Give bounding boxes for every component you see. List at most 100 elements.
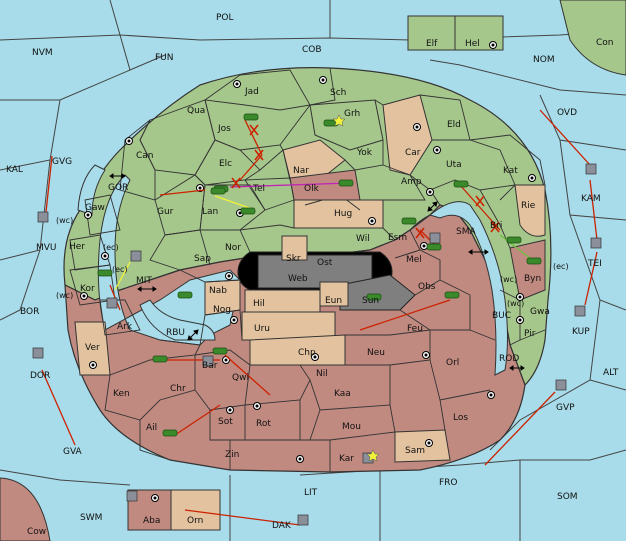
label-nil: Nil xyxy=(316,369,328,379)
label-rot: Rot xyxy=(256,419,271,429)
label-uta: Uta xyxy=(446,160,462,170)
units-armies xyxy=(97,113,542,437)
label-neu: Neu xyxy=(367,348,385,358)
province-sam[interactable] xyxy=(394,429,451,463)
label-ost: Ost xyxy=(317,258,333,268)
label-sch: Sch xyxy=(330,88,346,98)
province-orn[interactable] xyxy=(170,489,221,531)
land-south xyxy=(0,477,221,541)
label-skr: Skr xyxy=(286,254,301,264)
failed-order-marks xyxy=(231,124,500,239)
order-arrow xyxy=(41,369,76,446)
label-ark: Ark xyxy=(117,322,133,332)
label-qua: Qua xyxy=(187,106,205,116)
label-byn: Byn xyxy=(524,274,541,284)
sea-label-alt: ALT xyxy=(603,368,619,378)
label-tel: Tel xyxy=(252,184,265,194)
order-arrow xyxy=(174,404,221,436)
order-arrow xyxy=(184,509,301,526)
coast-tag: (wc) xyxy=(56,291,73,300)
label-lan: Lan xyxy=(202,207,218,217)
label-jos: Jos xyxy=(217,124,231,134)
label-gaw: Gaw xyxy=(85,203,105,213)
label-kat: Kat xyxy=(503,166,518,176)
label-sun: Sun xyxy=(362,296,379,306)
coast-tag: (ec) xyxy=(103,243,119,252)
passage-arrows xyxy=(109,173,525,371)
label-sap: Sap xyxy=(194,254,211,264)
label-hug: Hug xyxy=(334,209,352,219)
label-orl: Orl xyxy=(446,358,459,368)
province-grh[interactable] xyxy=(309,99,384,151)
province-car[interactable] xyxy=(382,94,433,176)
label-jad: Jad xyxy=(244,87,259,97)
fleet-unit xyxy=(130,250,142,262)
label-tei: TEI xyxy=(587,259,602,269)
fleet-unit xyxy=(106,297,118,309)
label-amp: Amp xyxy=(401,177,422,187)
order-arrow xyxy=(45,155,53,213)
label-esm: Esm xyxy=(388,233,407,243)
province-eun[interactable] xyxy=(319,281,349,307)
label-dor: DOR xyxy=(30,371,50,381)
label-web: Web xyxy=(288,274,308,284)
fleet-unit xyxy=(574,305,586,317)
home-center-stars xyxy=(332,114,380,462)
label-elf: Elf xyxy=(426,39,438,49)
army-unit xyxy=(506,236,522,244)
fleet-unit xyxy=(37,211,49,223)
label-eld: Eld xyxy=(447,120,461,130)
label-nab: Nab xyxy=(209,286,227,296)
label-rie: Rie xyxy=(521,201,536,211)
order-arrow-support xyxy=(229,182,351,188)
order-arrow xyxy=(484,391,556,466)
label-ver: Ver xyxy=(85,343,100,353)
supply-centers xyxy=(80,41,536,502)
label-chp: Chp xyxy=(298,348,316,358)
label-nog: Nog xyxy=(213,305,231,315)
sea-label-buc: BUC xyxy=(492,311,511,321)
coast-tag: (wc) xyxy=(507,299,524,308)
label-car: Car xyxy=(405,148,421,158)
sea-label-sma: SMA xyxy=(456,227,476,237)
label-nar: Nar xyxy=(293,166,309,176)
label-obs: Obs xyxy=(418,282,436,292)
sea-label-pol: POL xyxy=(216,13,234,23)
province-labels: Elf Hel Con Jad Sch Qua Jos Grh Can Elc … xyxy=(27,38,614,537)
tan-provinces xyxy=(74,94,546,463)
coast-tag: (ec) xyxy=(112,265,128,274)
label-dak: DAK xyxy=(272,521,292,531)
order-arrow xyxy=(584,251,598,306)
fleet-unit xyxy=(590,237,602,249)
sea-label-gva: GVA xyxy=(63,447,83,457)
army-unit xyxy=(338,179,354,187)
label-kor: Kor xyxy=(80,284,95,294)
order-arrow xyxy=(224,354,271,396)
province-byn[interactable] xyxy=(509,239,546,301)
fleet-unit xyxy=(202,355,214,367)
province-borders xyxy=(69,67,546,336)
label-gvp: GVP xyxy=(556,403,575,413)
province-borders-south xyxy=(104,249,546,472)
coast-tags: (wc) (ec) (ec) (wc) (wc) (ec) (wc) xyxy=(56,216,569,308)
label-gur: Gur xyxy=(157,207,174,217)
label-ail: Ail xyxy=(146,423,157,433)
coast-tag: (wc) xyxy=(56,216,73,225)
order-arrow xyxy=(539,109,591,166)
sea-label-bor: BOR xyxy=(20,307,39,317)
province-skr[interactable] xyxy=(281,235,308,261)
label-chr: Chr xyxy=(170,384,186,394)
label-uru: Uru xyxy=(254,324,270,334)
sea-label-rod: ROD xyxy=(499,354,519,364)
label-qwi: Qwi xyxy=(232,373,249,383)
fleet-unit xyxy=(585,163,597,175)
central-region xyxy=(237,235,416,311)
label-aba: Aba xyxy=(143,516,160,526)
army-unit xyxy=(426,243,442,251)
province-rie[interactable] xyxy=(514,184,546,237)
label-mel: Mel xyxy=(406,255,422,265)
fleet-unit xyxy=(297,514,309,526)
sea-label-ovd: OVD xyxy=(557,108,577,118)
